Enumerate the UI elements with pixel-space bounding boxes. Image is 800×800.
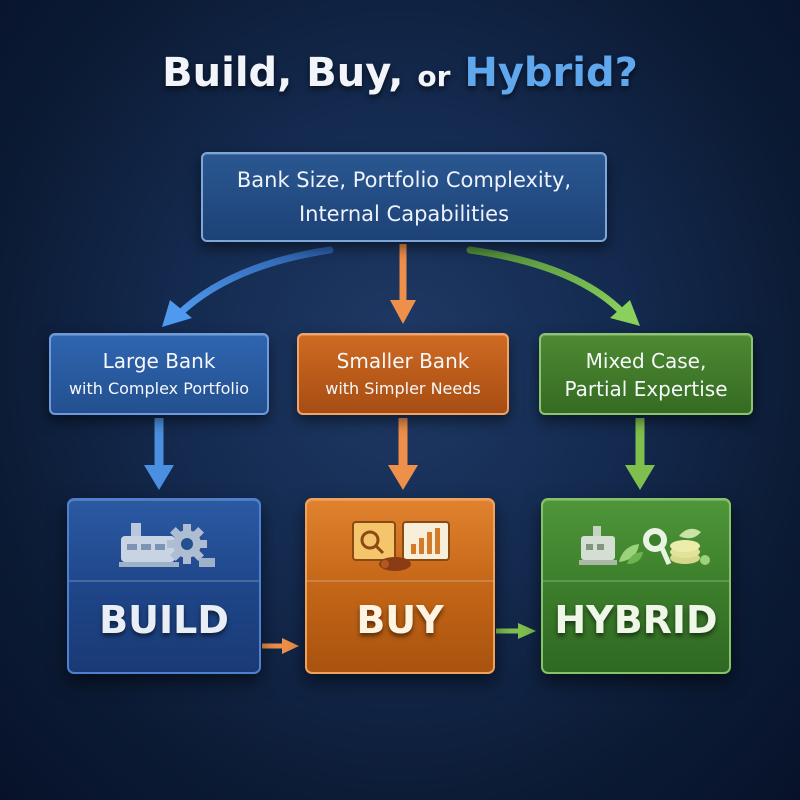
scenario-large-bank-detail: with Complex Portfolio (68, 379, 250, 398)
scenario-large-bank: Large Bank with Complex Portfolio (49, 333, 269, 415)
title-part-or: or (417, 60, 451, 93)
outcome-buy-label: BUY (356, 598, 444, 642)
buy-card-divider (307, 580, 493, 582)
title-part-build-buy: Build, Buy, (162, 50, 404, 96)
title-part-hybrid: Hybrid? (464, 50, 638, 96)
chart-board-icon (402, 521, 450, 561)
search-document-icon (352, 521, 396, 561)
arrowhead-large-bank (162, 300, 192, 327)
scenario-mixed-case-detail: Partial Expertise (564, 377, 728, 401)
arrowhead-build (144, 465, 174, 490)
arrowhead-buy-to-hybrid (518, 623, 536, 639)
scenario-mixed-case-title: Mixed Case, (585, 349, 707, 373)
coins-icon (670, 528, 710, 565)
outcome-buy-card: BUY (305, 498, 495, 674)
arrowhead-smaller-bank (390, 300, 416, 324)
hybrid-icons (543, 514, 729, 574)
outcome-hybrid-card: HYBRID (541, 498, 731, 674)
machine-icon (119, 523, 179, 567)
scenario-smaller-bank-detail: with Simpler Needs (325, 379, 481, 398)
arrowhead-build-to-buy (282, 638, 299, 654)
arrowhead-buy (388, 465, 418, 490)
arrowhead-mixed-case (610, 300, 640, 326)
arrowhead-hybrid (625, 465, 655, 490)
outcome-hybrid-label: HYBRID (554, 598, 718, 642)
arrow-to-mixed-case (466, 246, 626, 316)
decision-factors-box: Bank Size, Portfolio Complexity, Interna… (201, 152, 607, 242)
build-icons (69, 514, 259, 574)
page-title: Build, Buy, or Hybrid? (0, 50, 800, 96)
decision-factors-line1: Bank Size, Portfolio Complexity, (236, 168, 572, 192)
outcome-build-label: BUILD (99, 598, 229, 642)
decision-factors-line2: Internal Capabilities (298, 202, 510, 226)
outcome-build-card: BUILD (67, 498, 261, 674)
machine-icon (579, 526, 617, 565)
magnifier-icon (643, 528, 672, 566)
gear-icon (167, 524, 207, 564)
hybrid-card-divider (543, 580, 729, 582)
scenario-mixed-case: Mixed Case, Partial Expertise (539, 333, 753, 415)
leaf-icon (619, 544, 643, 564)
build-card-divider (69, 580, 259, 582)
buy-icons (307, 514, 493, 574)
scenario-smaller-bank: Smaller Bank with Simpler Needs (297, 333, 509, 415)
arrow-to-large-bank (174, 246, 334, 319)
scenario-smaller-bank-title: Smaller Bank (336, 349, 470, 373)
hand-icon (379, 557, 411, 571)
scenario-large-bank-title: Large Bank (102, 349, 216, 373)
